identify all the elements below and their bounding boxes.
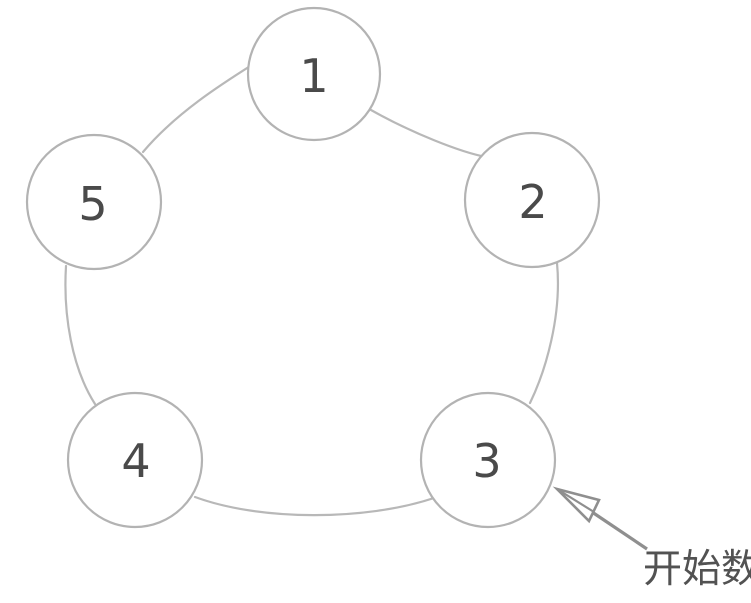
node-3[interactable]: 3 [419, 391, 557, 529]
arrow-shaft-line [591, 510, 648, 551]
node-5-circle[interactable] [25, 133, 163, 271]
annotation-arrow [552, 486, 648, 551]
node-4-circle[interactable] [66, 391, 204, 529]
edge-4-to-5 [64, 264, 97, 406]
node-4-label: 4 [121, 434, 150, 488]
edge-1-to-2 [369, 108, 488, 159]
node-1-circle[interactable] [246, 6, 382, 142]
node-3-label: 3 [472, 434, 501, 488]
node-1-label: 1 [299, 49, 328, 103]
edge-3-to-4 [193, 495, 436, 517]
node-2[interactable]: 2 [463, 131, 601, 269]
arrow-head-crease [556, 488, 595, 513]
node-5-label: 5 [78, 177, 107, 231]
node-2-label: 2 [518, 175, 547, 229]
start-count-annotation-label: 开始数 [643, 547, 751, 592]
nodes: 1 2 3 4 5 [25, 6, 601, 529]
node-3-circle[interactable] [419, 391, 557, 529]
arrow-head-triangle [552, 486, 601, 524]
node-4[interactable]: 4 [66, 391, 204, 529]
node-5[interactable]: 5 [25, 133, 163, 271]
node-2-circle[interactable] [463, 131, 601, 269]
edge-2-to-3 [528, 261, 559, 405]
edge-5-to-1 [141, 56, 265, 154]
node-1[interactable]: 1 [246, 6, 382, 142]
